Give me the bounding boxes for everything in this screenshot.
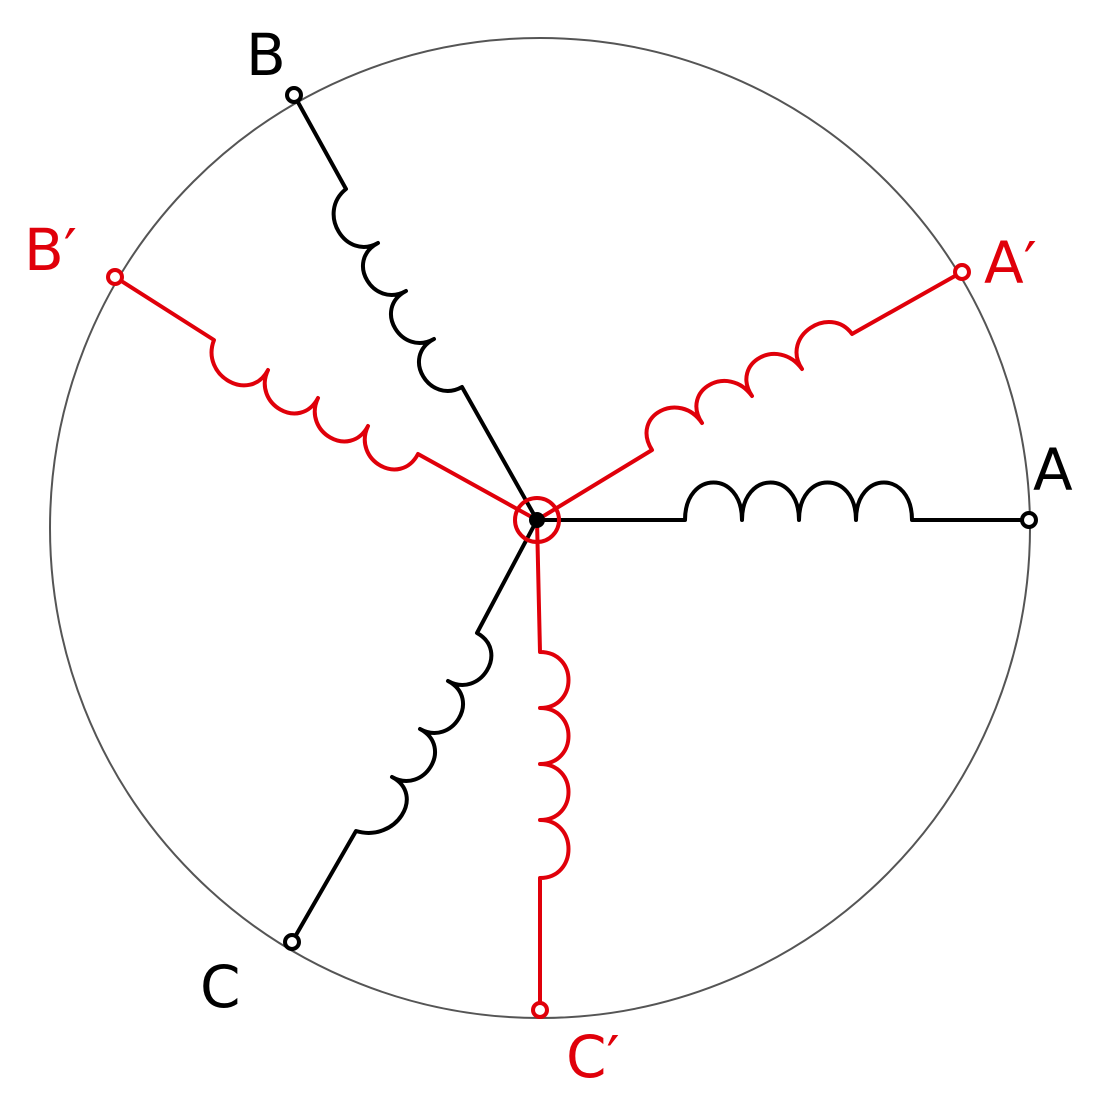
label-b: B [246, 21, 286, 89]
neutral-ring [513, 496, 561, 544]
winding-a-prime [535, 270, 964, 522]
terminal-c-prime [531, 1001, 549, 1019]
terminal-a-prime [953, 263, 971, 281]
stator-circle [49, 37, 1031, 1019]
terminal-b-prime [106, 268, 124, 286]
label-a: A [1033, 436, 1073, 504]
winding-b [292, 93, 539, 522]
terminal-a [1020, 511, 1038, 529]
terminal-c [283, 933, 301, 951]
label-c-prime: C′ [566, 1023, 620, 1091]
winding-a [535, 480, 1031, 522]
winding-c [290, 518, 539, 944]
winding-c-prime [535, 518, 571, 1012]
label-c: C [200, 953, 241, 1021]
label-b-prime: B′ [24, 216, 77, 284]
label-a-prime: A′ [984, 229, 1037, 297]
winding-b-prime [113, 275, 539, 522]
neutral-dot [529, 512, 545, 528]
terminal-b [285, 86, 303, 104]
